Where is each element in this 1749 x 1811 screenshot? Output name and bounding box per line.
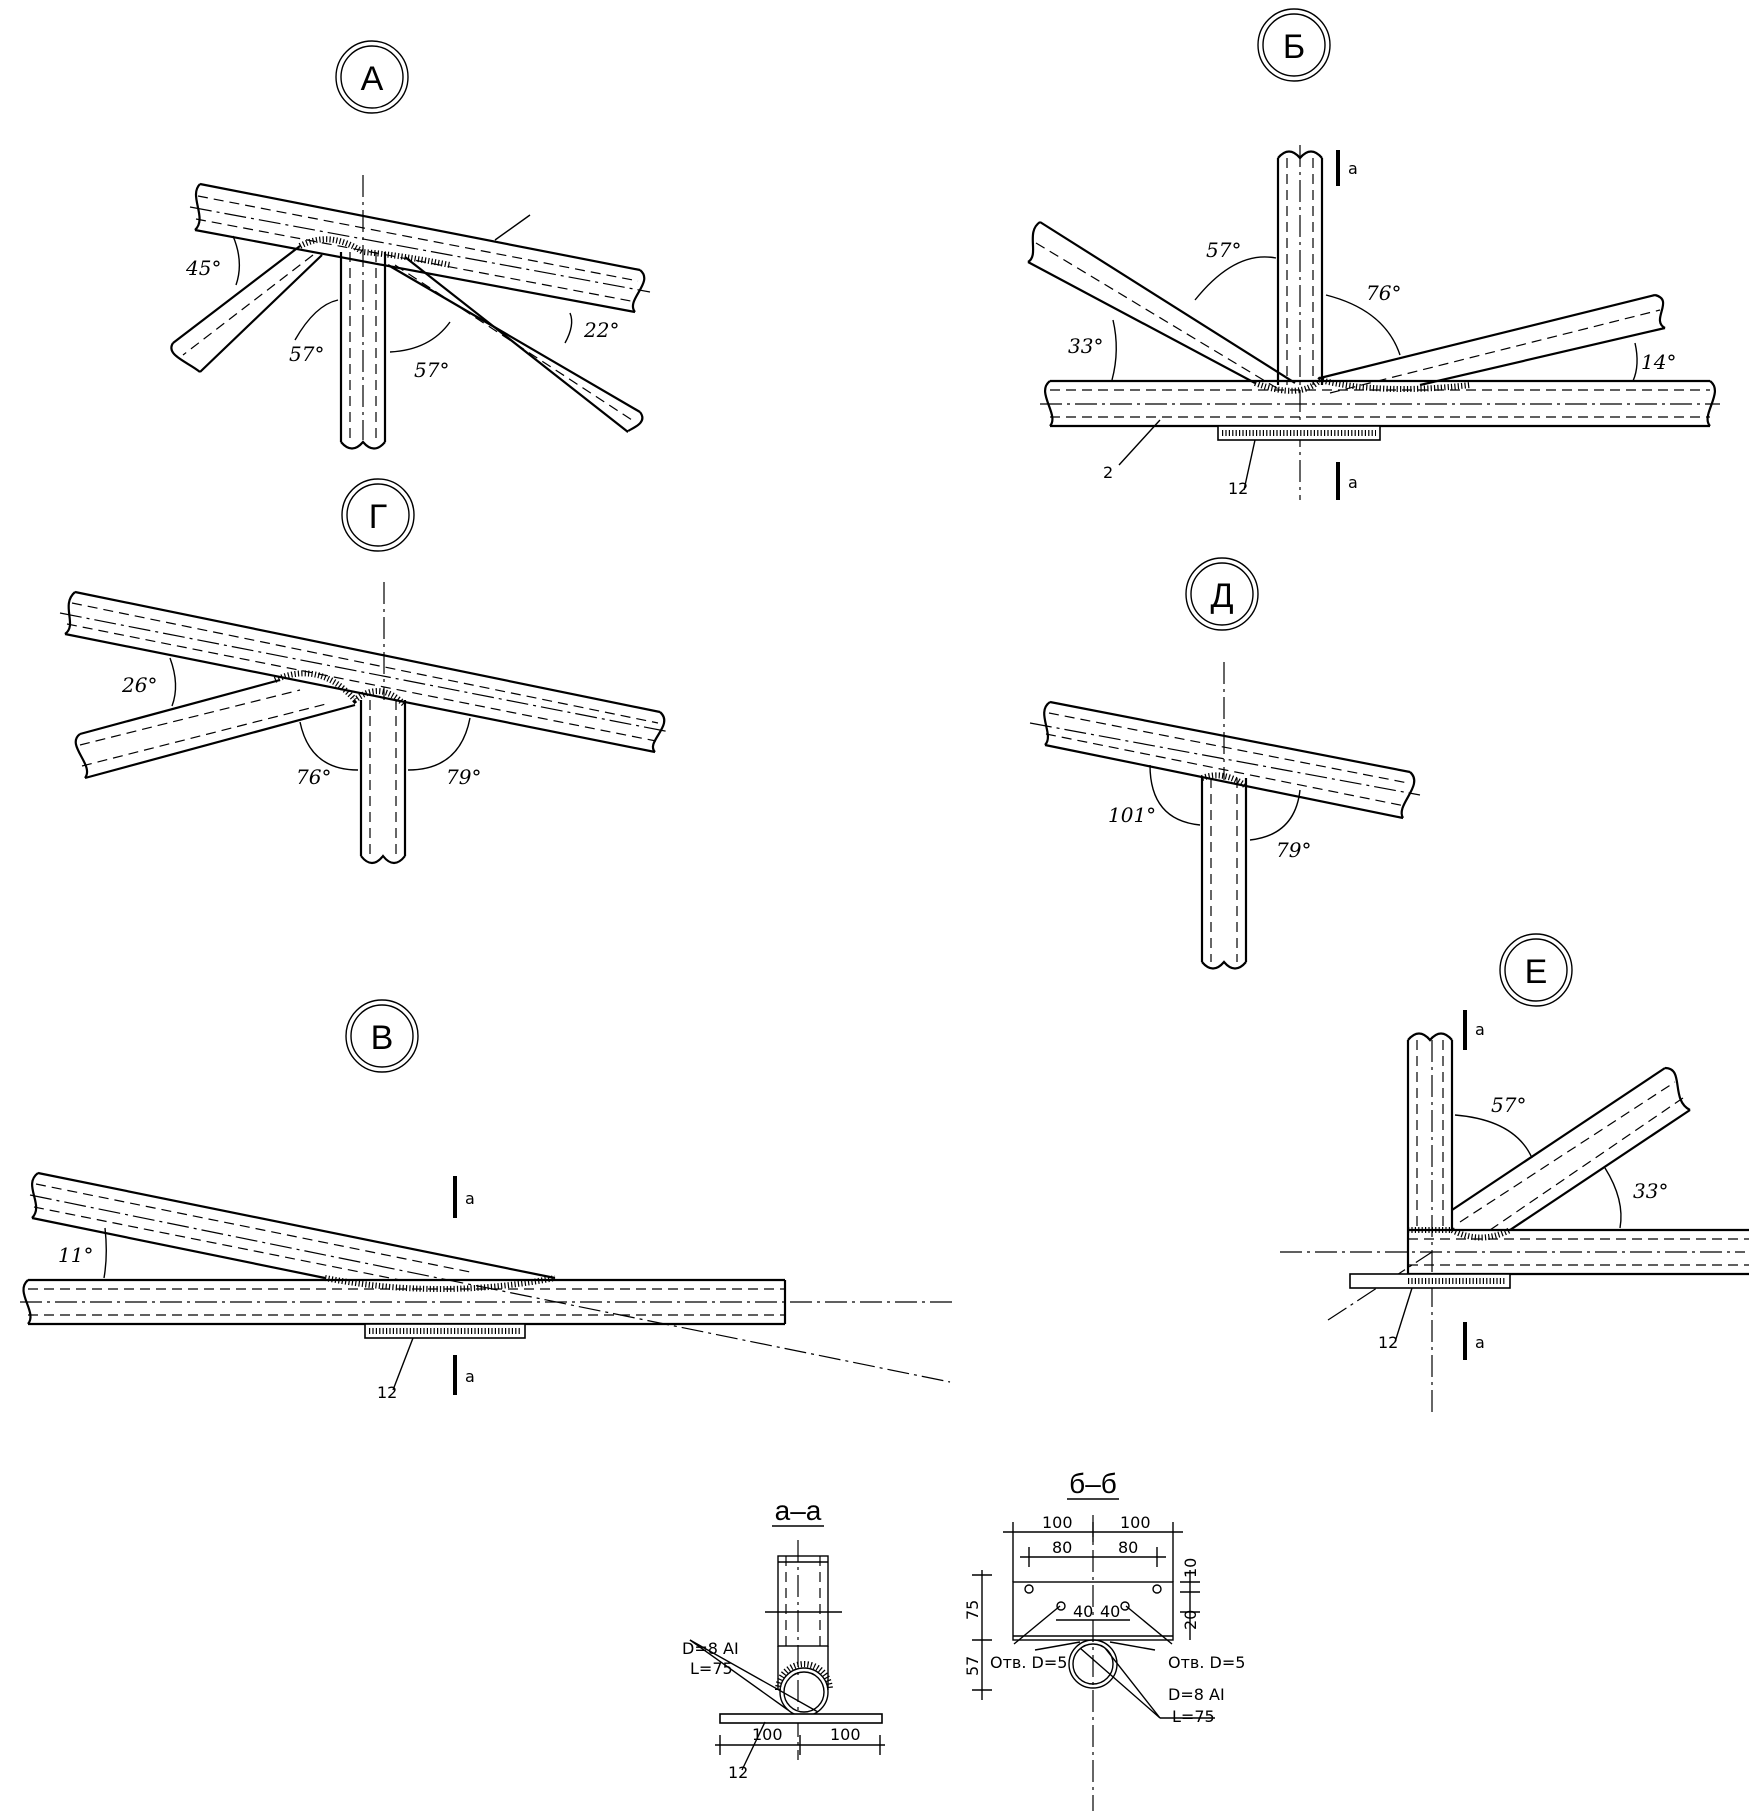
section-bb-dim-right-top: 10: [1181, 1558, 1200, 1578]
node-b: Б: [1027, 8, 1720, 500]
node-a-tag: А: [361, 60, 384, 98]
node-a-angle-2: 57°: [289, 342, 324, 366]
node-v-section-mark-bottom: а: [465, 1367, 475, 1386]
section-aa: а–а D=8 AI L=75 100 100 12: [682, 1495, 885, 1782]
node-b-left-brace: [1027, 221, 1296, 391]
section-bb-dim-left-top: 75: [963, 1600, 982, 1620]
node-b-angle-4: 14°: [1641, 350, 1676, 374]
node-e-brace: [1451, 1066, 1691, 1231]
node-d-chord: [1029, 700, 1421, 820]
node-g-angle-3: 79°: [446, 765, 481, 789]
node-a-right-brace: [387, 256, 644, 434]
node-e-vertical: [1406, 1032, 1454, 1230]
node-b-plate: [1217, 425, 1381, 441]
node-b-vertical: [1276, 150, 1324, 385]
node-e-section-mark-bottom: а: [1475, 1333, 1485, 1352]
node-b-right-brace: [1319, 293, 1666, 394]
node-b-part-plate: 12: [1228, 479, 1248, 498]
node-a-vertical: [339, 252, 387, 450]
node-e-part-plate: 12: [1378, 1333, 1398, 1352]
node-a-angle-1: 45°: [185, 256, 221, 280]
section-bb-hole-left-label: Отв. D=5: [990, 1653, 1067, 1672]
section-bb-dim-right-bottom: 20: [1181, 1610, 1200, 1630]
section-bb-dim-hole-right: 40: [1100, 1602, 1120, 1621]
section-bb-dim-left-bottom: 57: [963, 1656, 982, 1676]
node-g-left-brace: [74, 678, 356, 780]
node-g: Г 26° 76° 79°: [59, 478, 671, 865]
node-b-angle-2: 76°: [1366, 281, 1401, 305]
node-v-part-plate: 12: [377, 1383, 397, 1402]
node-d-vertical: [1200, 778, 1248, 970]
node-b-section-mark-bottom: а: [1348, 473, 1358, 492]
node-a: А: [170, 40, 651, 450]
section-aa-plate: [719, 1713, 883, 1724]
node-v: В а а 12 11°: [20, 999, 955, 1402]
node-e-section-mark-top: а: [1475, 1020, 1485, 1039]
node-a-top-chord: [189, 182, 651, 314]
section-bb-anchor-length: L=75: [1172, 1707, 1215, 1726]
node-g-tag: Г: [369, 498, 387, 536]
node-e-angle-1: 57°: [1491, 1093, 1526, 1117]
section-bb-dim-mid-left: 80: [1052, 1538, 1072, 1557]
section-bb-hole: [1024, 1584, 1034, 1594]
section-aa-title: а–а: [775, 1495, 822, 1526]
node-e-angle-2: 33°: [1633, 1179, 1668, 1203]
node-e-tag: Е: [1525, 953, 1548, 991]
section-aa-dim-right: 100: [830, 1725, 861, 1744]
node-v-tag: В: [371, 1019, 394, 1057]
section-bb-dim-hole-left: 40: [1073, 1602, 1093, 1621]
node-e-plate: [1349, 1273, 1511, 1289]
node-a-tag-circle: [335, 40, 409, 114]
section-bb-dim-top-left: 100: [1042, 1513, 1073, 1532]
node-b-tag: Б: [1283, 28, 1305, 66]
node-g-top-chord: [59, 590, 671, 754]
section-bb-anchor-label: D=8 AI: [1168, 1685, 1225, 1704]
section-bb: б–б 100 100 80 80 40 40 Отв. D=5 Отв. D=…: [963, 1468, 1245, 1811]
node-v-angle-1: 11°: [58, 1243, 93, 1267]
node-v-section-mark-top: а: [465, 1189, 475, 1208]
node-b-angle-3: 33°: [1068, 334, 1103, 358]
section-aa-dim-left: 100: [752, 1725, 783, 1744]
node-g-angle-1: 26°: [121, 673, 157, 697]
node-g-vertical: [359, 700, 407, 865]
node-g-angle-2: 76°: [296, 765, 331, 789]
node-v-brace: [29, 1171, 951, 1383]
node-b-part-chord: 2: [1103, 463, 1113, 482]
section-aa-anchor-label: D=8 AI: [682, 1639, 739, 1658]
section-bb-title: б–б: [1069, 1468, 1117, 1499]
node-b-section-mark-top: а: [1348, 159, 1358, 178]
section-bb-hole-right-label: Отв. D=5: [1168, 1653, 1245, 1672]
section-aa-part: 12: [728, 1763, 748, 1782]
node-e: Е а а 12: [1280, 933, 1749, 1412]
node-v-chord: [20, 1278, 955, 1326]
section-bb-dim-top-right: 100: [1120, 1513, 1151, 1532]
node-a-angle-3: 57°: [414, 358, 449, 382]
node-d-angle-1: 101°: [1108, 803, 1156, 827]
section-bb-dim-mid-right: 80: [1118, 1538, 1138, 1557]
node-d-tag: Д: [1210, 577, 1233, 615]
section-aa-anchor-length: L=75: [690, 1659, 733, 1678]
node-a-left-brace: [170, 245, 323, 373]
node-d-angle-2: 79°: [1276, 838, 1311, 862]
node-d: Д 101° 79°: [1029, 557, 1421, 970]
node-b-angle-1: 57°: [1206, 238, 1241, 262]
node-a-angle-4: 22°: [583, 318, 619, 342]
